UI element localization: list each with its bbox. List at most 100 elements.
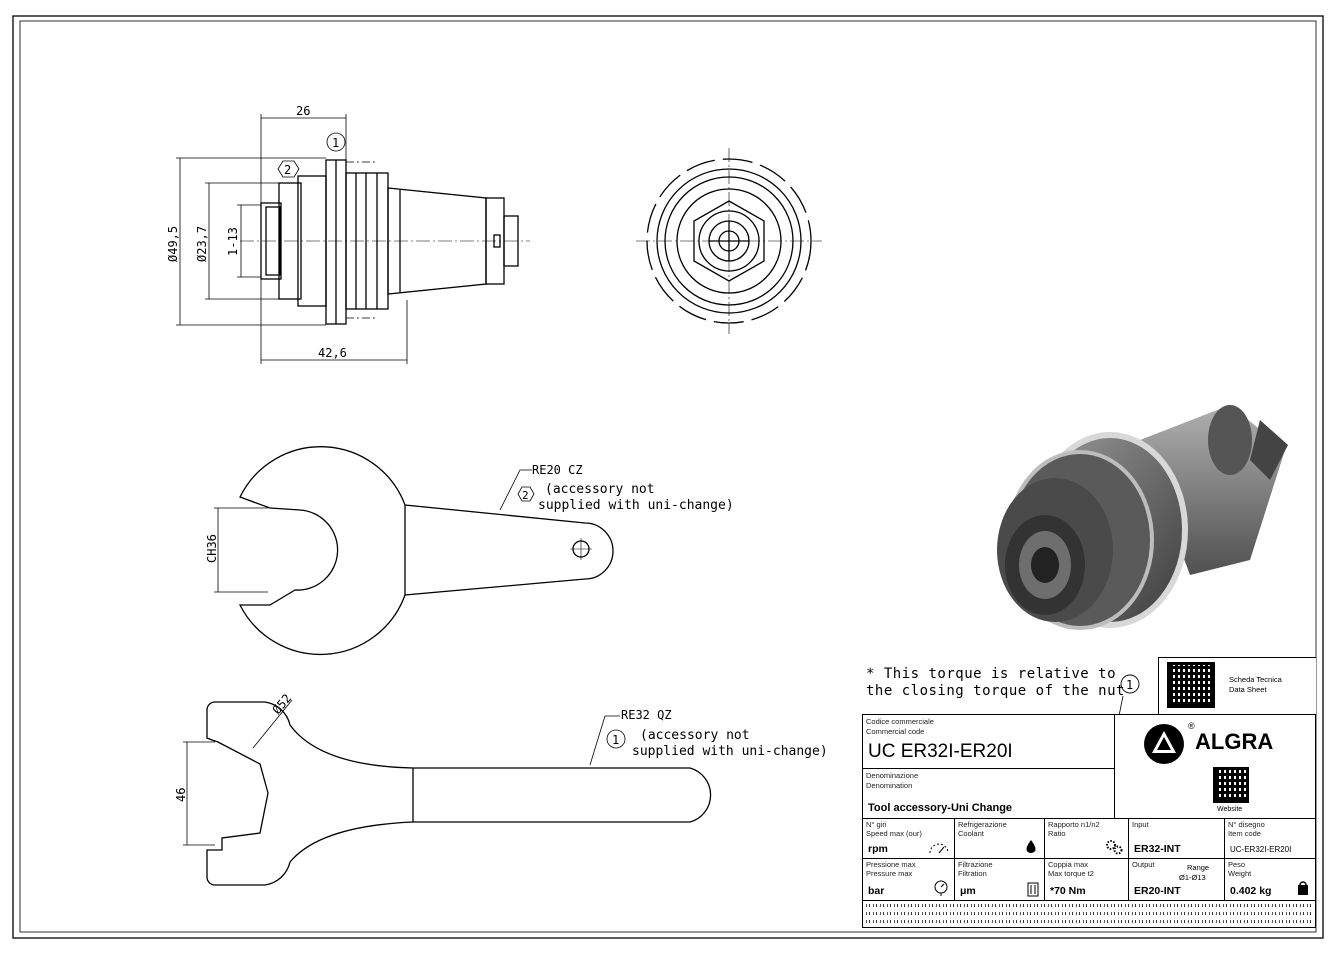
datasheet-box: Scheda Tecnica Data Sheet [1158,657,1316,715]
wrench-re32-drawing [183,699,712,886]
ratio-cell: Rapporto n1/n2 Ratio [1045,819,1129,859]
speed-value: rpm [868,843,888,855]
side-view-dimensions [176,114,408,364]
side-view [240,159,530,325]
brand-registered: ® [1188,721,1195,731]
re32-code: RE32 QZ [621,708,672,722]
torque-note-marker: 1 [1126,678,1133,692]
pressure-gauge-icon [934,880,948,896]
speed-cell: N° giri Speed max (our) rpm [863,819,955,859]
denomination-en: Denomination [866,781,913,790]
dim-ch36: CH36 [205,534,219,563]
input-value: ER32-INT [1134,843,1181,855]
wrench-re32-labels: 46 Ø52 RE32 QZ 1 (accessory not supplied… [174,691,828,802]
re20-note-line2: supplied with uni-change) [538,498,734,513]
torque-value: *70 Nm [1050,885,1086,897]
drawing-en: Item code [1228,829,1261,838]
pressure-en: Pressure max [866,869,913,878]
drawing-value: UC-ER32I-ER20I [1230,845,1292,854]
re20-marker: 2 [522,489,529,502]
range-label: Range [1187,863,1210,872]
wrench-re20-drawing [214,446,614,656]
re32-marker: 1 [612,733,619,747]
dim-length-top: 26 [296,104,310,118]
torque-cell: Coppia max Max torque t2 *70 Nm [1045,859,1129,901]
website-qr-code[interactable] [1213,767,1249,803]
row-divider-1 [863,818,1315,819]
range-value: Ø1-Ø13 [1179,873,1206,882]
side-marker-1: 1 [332,136,339,150]
filter-value: μm [960,885,976,897]
dim-dia52: Ø52 [270,691,295,717]
datasheet-it: Scheda Tecnica [1229,675,1282,684]
website-label: Website [1217,806,1243,813]
weight-cell: Peso Weight 0.402 kg [1225,859,1315,901]
coolant-drop-icon [1026,840,1036,853]
output-it: Output [1132,860,1155,869]
weight-value: 0.402 kg [1230,885,1272,897]
torque-note-marker-circle: 1 [1120,674,1140,694]
side-marker-2: 2 [284,163,291,177]
coolant-cell: Refrigerazione Coolant [955,819,1045,859]
weight-it: Peso [1228,860,1246,869]
torque-note-line1: * This torque is relative to [866,666,1117,682]
drawing-it: N° disegno [1228,820,1265,829]
pressure-it: Pressione max [866,860,916,869]
speed-en: Speed max (our) [866,829,922,838]
dim-length-total: 42,6 [318,346,347,360]
datasheet-qr-code[interactable] [1167,662,1215,708]
fine-print-line-2 [866,912,1312,915]
tachometer-icon [929,843,949,854]
re32-note-line2: supplied with uni-change) [632,744,828,759]
commercial-code-cell: Codice commerciale Commercial code UC ER… [863,715,1115,769]
torque-en: Max torque t2 [1048,869,1094,878]
output-cell: Output Range Ø1-Ø13 ER20-INT [1129,859,1225,901]
denomination-it: Denominazione [866,771,919,780]
side-view-dimension-text: 26 1 2 42,6 Ø49,5 Ø23,7 1-13 [166,104,347,360]
input-cell: Input ER32-INT [1129,819,1225,859]
output-value: ER20-INT [1134,885,1181,897]
torque-it: Coppia max [1048,860,1089,869]
commercial-code-value: UC ER32I-ER20I [868,741,1013,762]
re20-code: RE20 CZ [532,463,583,477]
drawing-number-cell: N° disegno Item code UC-ER32I-ER20I [1225,819,1315,859]
dim-range: 1-13 [226,227,240,256]
coolant-it: Refrigerazione [958,820,1007,829]
re20-note-line1: (accessory not [545,482,655,497]
dim-dia-inner: Ø23,7 [195,226,209,262]
coolant-en: Coolant [958,829,984,838]
wrench-re20-labels: CH36 RE20 CZ 2 (accessory not supplied w… [205,463,734,563]
commercial-code-it: Codice commerciale [866,717,934,726]
input-it: Input [1132,820,1149,829]
fine-print-line-3 [866,920,1312,923]
ratio-en: Ratio [1048,829,1066,838]
title-block: Codice commerciale Commercial code UC ER… [862,714,1316,928]
fine-print-line-1 [866,904,1312,907]
front-view [636,148,822,334]
weight-en: Weight [1228,869,1252,878]
filter-en: Filtration [958,869,987,878]
speed-it: N° giri [866,820,887,829]
datasheet-en: Data Sheet [1229,685,1267,694]
isometric-render [997,405,1288,630]
commercial-code-en: Commercial code [866,727,925,736]
torque-note-line2: the closing torque of the nut [866,683,1125,699]
re32-note-line1: (accessory not [640,728,750,743]
inner-frame [19,20,1317,933]
weight-icon [1298,881,1308,895]
algra-logo-icon [1144,724,1184,764]
filter-icon [1027,882,1039,897]
dim-dia-outer: Ø49,5 [166,226,180,262]
filter-it: Filtrazione [958,860,993,869]
brand-cell: ALGRA ® Website [1115,715,1315,819]
brand-name: ALGRA [1195,729,1274,754]
filtration-cell: Filtrazione Filtration μm [955,859,1045,901]
ratio-it: Rapporto n1/n2 [1048,820,1100,829]
outer-frame [12,15,1324,939]
denomination-cell: Denominazione Denomination Tool accessor… [863,769,1115,819]
pressure-cell: Pressione max Pressure max bar [863,859,955,901]
gears-icon [1106,840,1123,855]
pressure-value: bar [868,885,885,897]
denomination-value: Tool accessory-Uni Change [868,802,1013,814]
